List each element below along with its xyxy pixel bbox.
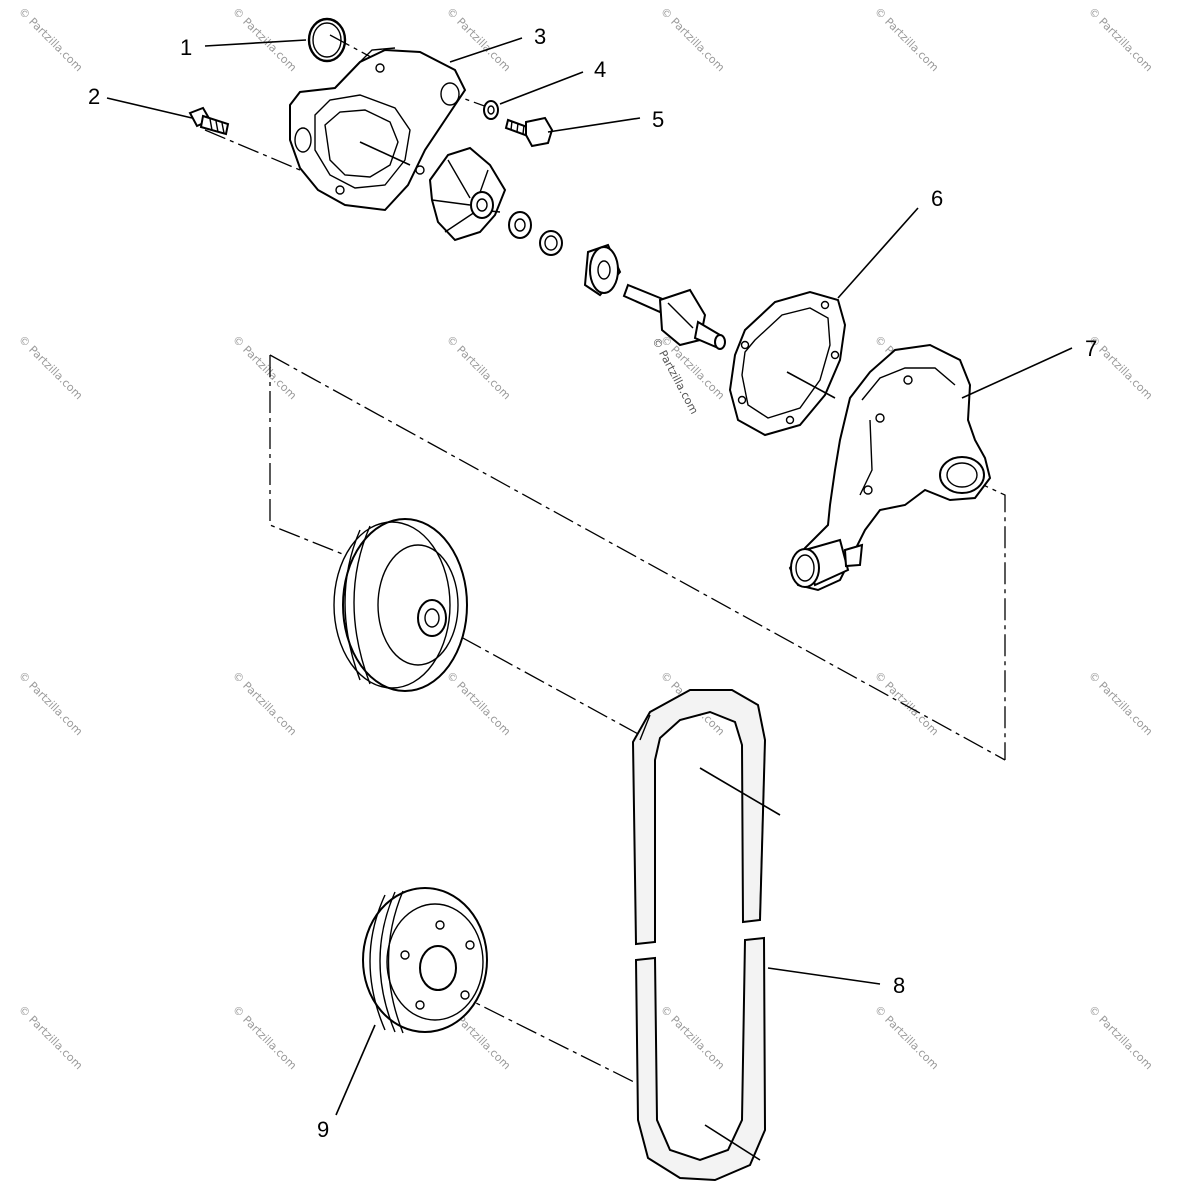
watermark-grid: © Partzilla.com © Partzilla.com © Partzill… xyxy=(16,5,1155,1072)
watermark-text: © Partzilla.com xyxy=(230,1003,299,1072)
gasket-part[interactable] xyxy=(728,290,847,437)
watermark-text: © Partzilla.com xyxy=(1086,1003,1155,1072)
watermark-text: © Partzilla.com xyxy=(16,5,85,74)
pump-cover-part[interactable] xyxy=(289,47,467,212)
drive-pulley-part[interactable] xyxy=(333,518,468,692)
seal-washer-part[interactable] xyxy=(539,230,563,256)
callout-leaders xyxy=(106,37,1073,1116)
washer-part[interactable] xyxy=(483,100,499,120)
watermark-text: © Partzilla.com xyxy=(444,333,513,402)
callout-8: 8 xyxy=(893,973,905,998)
watermark-text: © Partzilla.com xyxy=(872,5,941,74)
watermark-text: © Partzilla.com xyxy=(872,1003,941,1072)
v-belt-part[interactable] xyxy=(631,689,781,1182)
bolt-part[interactable] xyxy=(504,116,554,148)
seal-part[interactable] xyxy=(508,211,532,239)
bearing-part[interactable] xyxy=(583,243,622,297)
watermark-text: © Partzilla.com xyxy=(16,669,85,738)
callout-1: 1 xyxy=(180,35,192,60)
watermark-text: © Partzilla.com xyxy=(1086,5,1155,74)
callout-labels: 1 2 3 4 5 6 7 8 9 xyxy=(88,24,1097,1142)
watermark-text: © Partzilla.com xyxy=(1086,669,1155,738)
watermark-text: © Partzilla.com xyxy=(16,1003,85,1072)
callout-7: 7 xyxy=(1085,336,1097,361)
watermark-text: © Partzilla.com xyxy=(230,333,299,402)
pump-housing-part[interactable] xyxy=(788,343,992,592)
callout-9: 9 xyxy=(317,1117,329,1142)
watermark-text: © Partzilla.com xyxy=(658,1003,727,1072)
fitting-bolt-part[interactable] xyxy=(188,106,230,136)
callout-2: 2 xyxy=(88,84,100,109)
watermark-text: © Partzilla.com xyxy=(658,5,727,74)
callout-3: 3 xyxy=(534,24,546,49)
watermark-text: © Partzilla.com xyxy=(16,333,85,402)
pump-shaft-part[interactable] xyxy=(622,283,726,350)
watermark-text: © Partzilla.com xyxy=(872,669,941,738)
watermark-text: © Partzilla.com xyxy=(444,5,513,74)
callout-6: 6 xyxy=(931,186,943,211)
o-ring-part[interactable] xyxy=(307,17,347,63)
watermark-text: © Partzilla.com xyxy=(444,669,513,738)
impeller-part[interactable] xyxy=(428,146,507,242)
crank-pulley-part[interactable] xyxy=(362,887,488,1034)
watermark-text: © Partzilla.com xyxy=(230,669,299,738)
callout-5: 5 xyxy=(652,107,664,132)
watermark-text: © Partzilla.com xyxy=(230,5,299,74)
callout-4: 4 xyxy=(594,57,606,82)
